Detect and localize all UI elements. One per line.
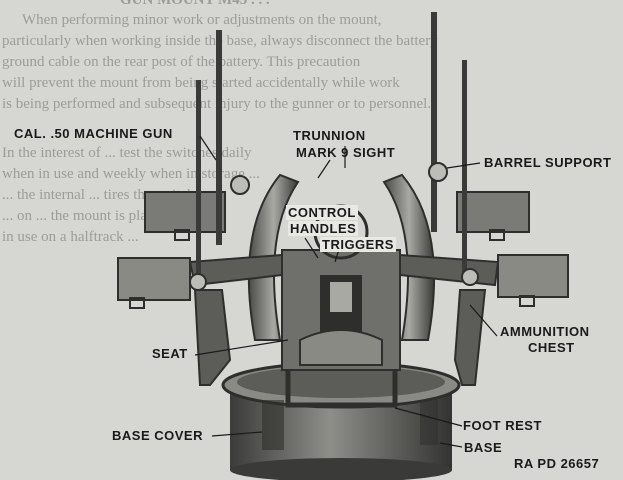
background-line: In the interest of ... test the switches… [2, 145, 252, 161]
label-barrel-support: BARREL SUPPORT [484, 155, 612, 170]
lower-ammo-chests [117, 254, 569, 309]
label-machine-gun: CAL. .50 MACHINE GUN [14, 126, 173, 141]
label-base-cover: BASE COVER [112, 428, 203, 443]
background-line: ground cable on the rear post of the bat… [2, 54, 361, 70]
label-mark-9-sight: MARK 9 SIGHT [296, 145, 396, 160]
background-heading: GUN MOUNT M45 . . . [120, 0, 270, 8]
upper-ammo-chests [144, 191, 530, 241]
label-trunnion: TRUNNION [293, 128, 366, 143]
label-handles: HANDLES [288, 221, 359, 236]
label-seat: SEAT [152, 346, 188, 361]
background-line: in use on a halftrack ... [2, 229, 139, 245]
base-drum [221, 361, 461, 480]
label-foot-rest: FOOT REST [463, 418, 542, 433]
left-gun-body [193, 289, 232, 386]
central-frame [281, 249, 401, 371]
label-base: BASE [464, 440, 503, 455]
label-triggers: TRIGGERS [320, 237, 396, 252]
leader-lines [194, 135, 498, 448]
label-ammunition: AMMUNITION [500, 324, 590, 339]
right-gun-body [453, 289, 487, 386]
label-control: CONTROL [286, 205, 358, 220]
background-line: ... on ... the mount is placed [2, 208, 168, 224]
foot-rest [285, 370, 398, 408]
background-line: When performing minor work or adjustment… [22, 12, 382, 28]
label-chest: CHEST [528, 340, 575, 355]
background-line: when in use and weekly when in storage .… [2, 166, 260, 182]
machine-gun-barrels [189, 12, 479, 305]
figure-reference: RA PD 26657 [514, 456, 600, 471]
